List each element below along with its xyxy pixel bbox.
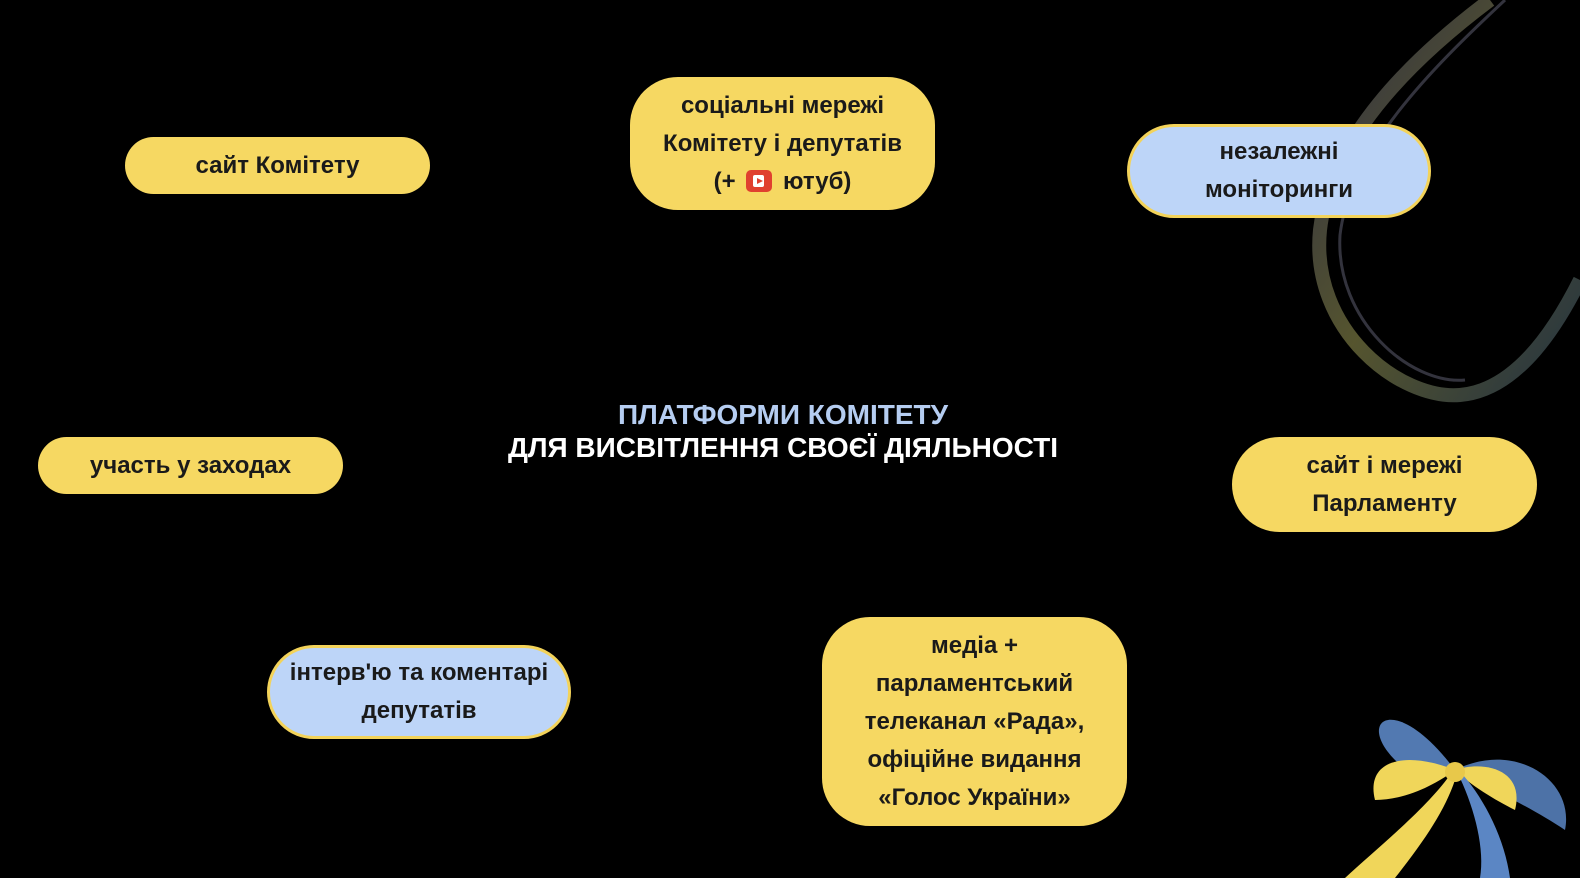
node-label: сайт Комітету (195, 151, 360, 179)
title-line-2: ДЛЯ ВИСВІТЛЕННЯ СВОЄЇ ДІЯЛЬНОСТІ (507, 432, 1059, 463)
node-label: участь у заходах (89, 451, 292, 479)
node-social-networks: соціальні мережі Комітету і депутатів (+… (630, 77, 935, 210)
node-interviews: інтерв'ю та коментарі депутатів (267, 645, 571, 739)
node-label: (+ (713, 167, 736, 195)
node-label: парламентський (875, 669, 1074, 697)
title-line-1: ПЛАТФОРМИ КОМІТЕТУ (617, 399, 949, 430)
node-label-youtube-line: (+ ютуб) (714, 163, 852, 201)
node-label: сайт і мережі (1306, 451, 1463, 479)
node-label: соціальні мережі (680, 91, 885, 119)
diagram-title: ПЛАТФОРМИ КОМІТЕТУ ДЛЯ ВИСВІТЛЕННЯ СВОЄЇ… (0, 398, 1566, 464)
node-label: Парламенту (1312, 489, 1457, 517)
node-label: депутатів (361, 697, 477, 724)
node-label: телеканал «Рада», (864, 707, 1085, 735)
node-label: незалежні (1219, 138, 1339, 165)
node-label: інтерв'ю та коментарі (289, 659, 549, 686)
node-media: медіа + парламентський телеканал «Рада»,… (822, 617, 1127, 826)
node-label: медіа + (930, 631, 1019, 659)
node-label: моніторинги (1204, 176, 1354, 203)
node-committee-site: сайт Комітету (125, 137, 430, 194)
node-independent-monitoring: незалежні моніторинги (1127, 124, 1431, 218)
node-label: Комітету і депутатів (663, 129, 902, 157)
ribbon-decoration (1312, 0, 1580, 403)
node-label: «Голос України» (878, 783, 1071, 811)
node-parliament: сайт і мережі Парламенту (1232, 437, 1537, 532)
node-label: ютуб) (782, 167, 852, 195)
youtube-icon (746, 169, 773, 192)
node-label: офіційне видання (867, 745, 1082, 773)
node-events: участь у заходах (38, 437, 343, 494)
bow-decoration (1345, 719, 1567, 878)
